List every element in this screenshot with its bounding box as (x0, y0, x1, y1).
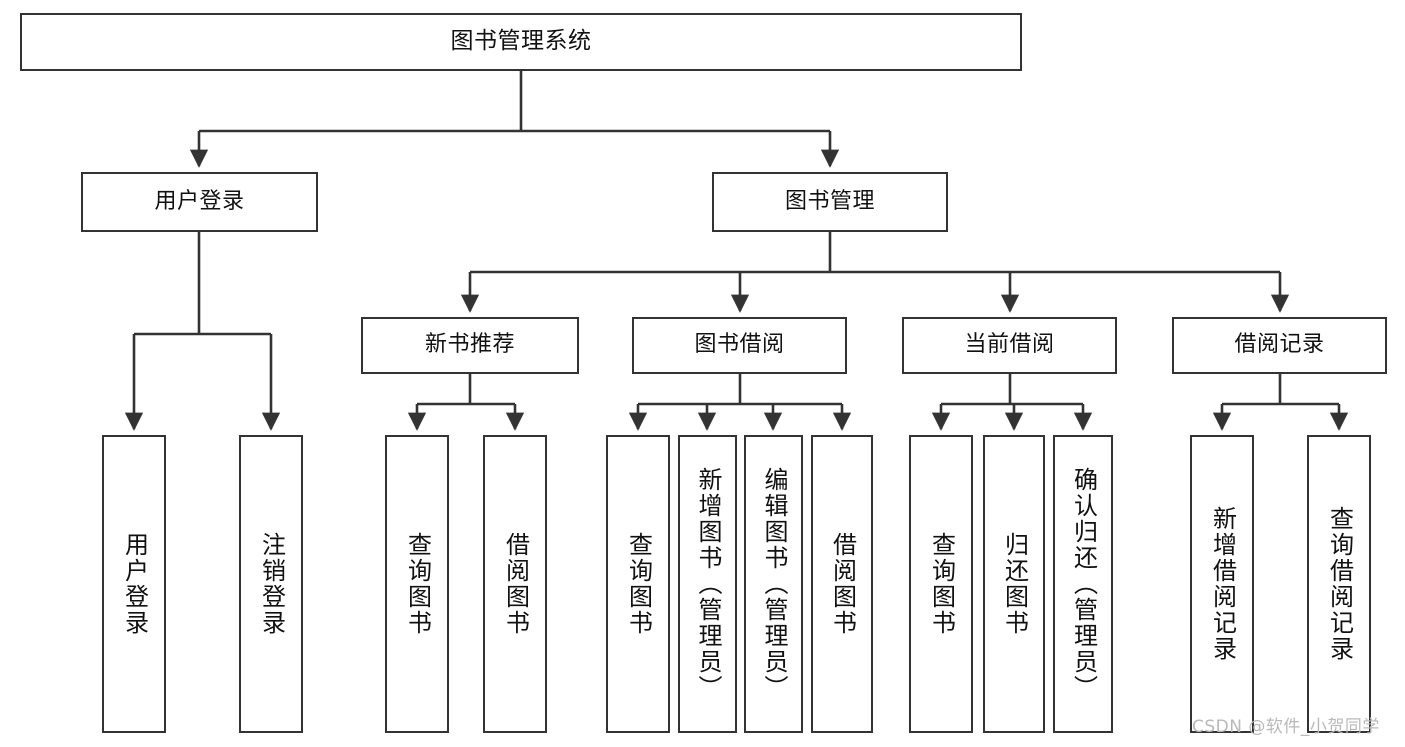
node-leaf-borrow-book-2[interactable]: 借阅图书 (811, 435, 873, 733)
node-leaf-confirm-return-label: 确认归还（管理员） (1069, 467, 1098, 701)
node-book-manage[interactable]: 图书管理 (712, 172, 948, 232)
node-borrow-record[interactable]: 借阅记录 (1172, 317, 1387, 374)
node-leaf-user-login[interactable]: 用户登录 (102, 435, 166, 733)
node-leaf-return-book[interactable]: 归还图书 (983, 435, 1045, 733)
node-leaf-query-book-3-label: 查询图书 (927, 532, 956, 636)
node-leaf-query-book-1[interactable]: 查询图书 (385, 435, 449, 733)
node-leaf-borrow-book-1-label: 借阅图书 (501, 532, 530, 636)
node-book-manage-label: 图书管理 (784, 188, 875, 214)
node-leaf-user-login-label: 用户登录 (120, 532, 149, 636)
node-leaf-return-book-label: 归还图书 (1000, 532, 1029, 636)
node-leaf-query-record[interactable]: 查询借阅记录 (1307, 435, 1371, 733)
node-new-book-recommend[interactable]: 新书推荐 (361, 317, 579, 374)
node-user-login[interactable]: 用户登录 (81, 172, 318, 232)
node-leaf-query-record-label: 查询借阅记录 (1325, 506, 1354, 662)
node-leaf-confirm-return[interactable]: 确认归还（管理员） (1053, 435, 1113, 733)
node-leaf-edit-book[interactable]: 编辑图书（管理员） (744, 435, 803, 733)
csdn-watermark: CSDN @软件_小贺同学 (1192, 717, 1380, 737)
node-root[interactable]: 图书管理系统 (20, 13, 1022, 71)
node-leaf-user-logout[interactable]: 注销登录 (239, 435, 303, 733)
node-book-borrow[interactable]: 图书借阅 (632, 317, 847, 374)
node-user-login-label: 用户登录 (154, 188, 245, 214)
node-leaf-add-book[interactable]: 新增图书（管理员） (678, 435, 737, 733)
node-current-borrow[interactable]: 当前借阅 (902, 317, 1117, 374)
node-leaf-add-record-label: 新增借阅记录 (1208, 506, 1237, 662)
node-new-book-recommend-label: 新书推荐 (424, 332, 515, 358)
node-leaf-query-book-2[interactable]: 查询图书 (606, 435, 670, 733)
node-leaf-query-book-1-label: 查询图书 (403, 532, 432, 636)
node-current-borrow-label: 当前借阅 (964, 332, 1055, 358)
node-leaf-add-book-label: 新增图书（管理员） (693, 467, 722, 701)
node-root-label: 图书管理系统 (450, 28, 592, 55)
node-leaf-query-book-2-label: 查询图书 (624, 532, 653, 636)
node-leaf-user-logout-label: 注销登录 (257, 532, 286, 636)
node-leaf-edit-book-label: 编辑图书（管理员） (759, 467, 788, 701)
node-leaf-borrow-book-1[interactable]: 借阅图书 (483, 435, 547, 733)
node-leaf-add-record[interactable]: 新增借阅记录 (1190, 435, 1254, 733)
node-book-borrow-label: 图书借阅 (694, 332, 785, 358)
node-leaf-borrow-book-2-label: 借阅图书 (828, 532, 857, 636)
node-leaf-query-book-3[interactable]: 查询图书 (909, 435, 973, 733)
node-borrow-record-label: 借阅记录 (1234, 332, 1325, 358)
